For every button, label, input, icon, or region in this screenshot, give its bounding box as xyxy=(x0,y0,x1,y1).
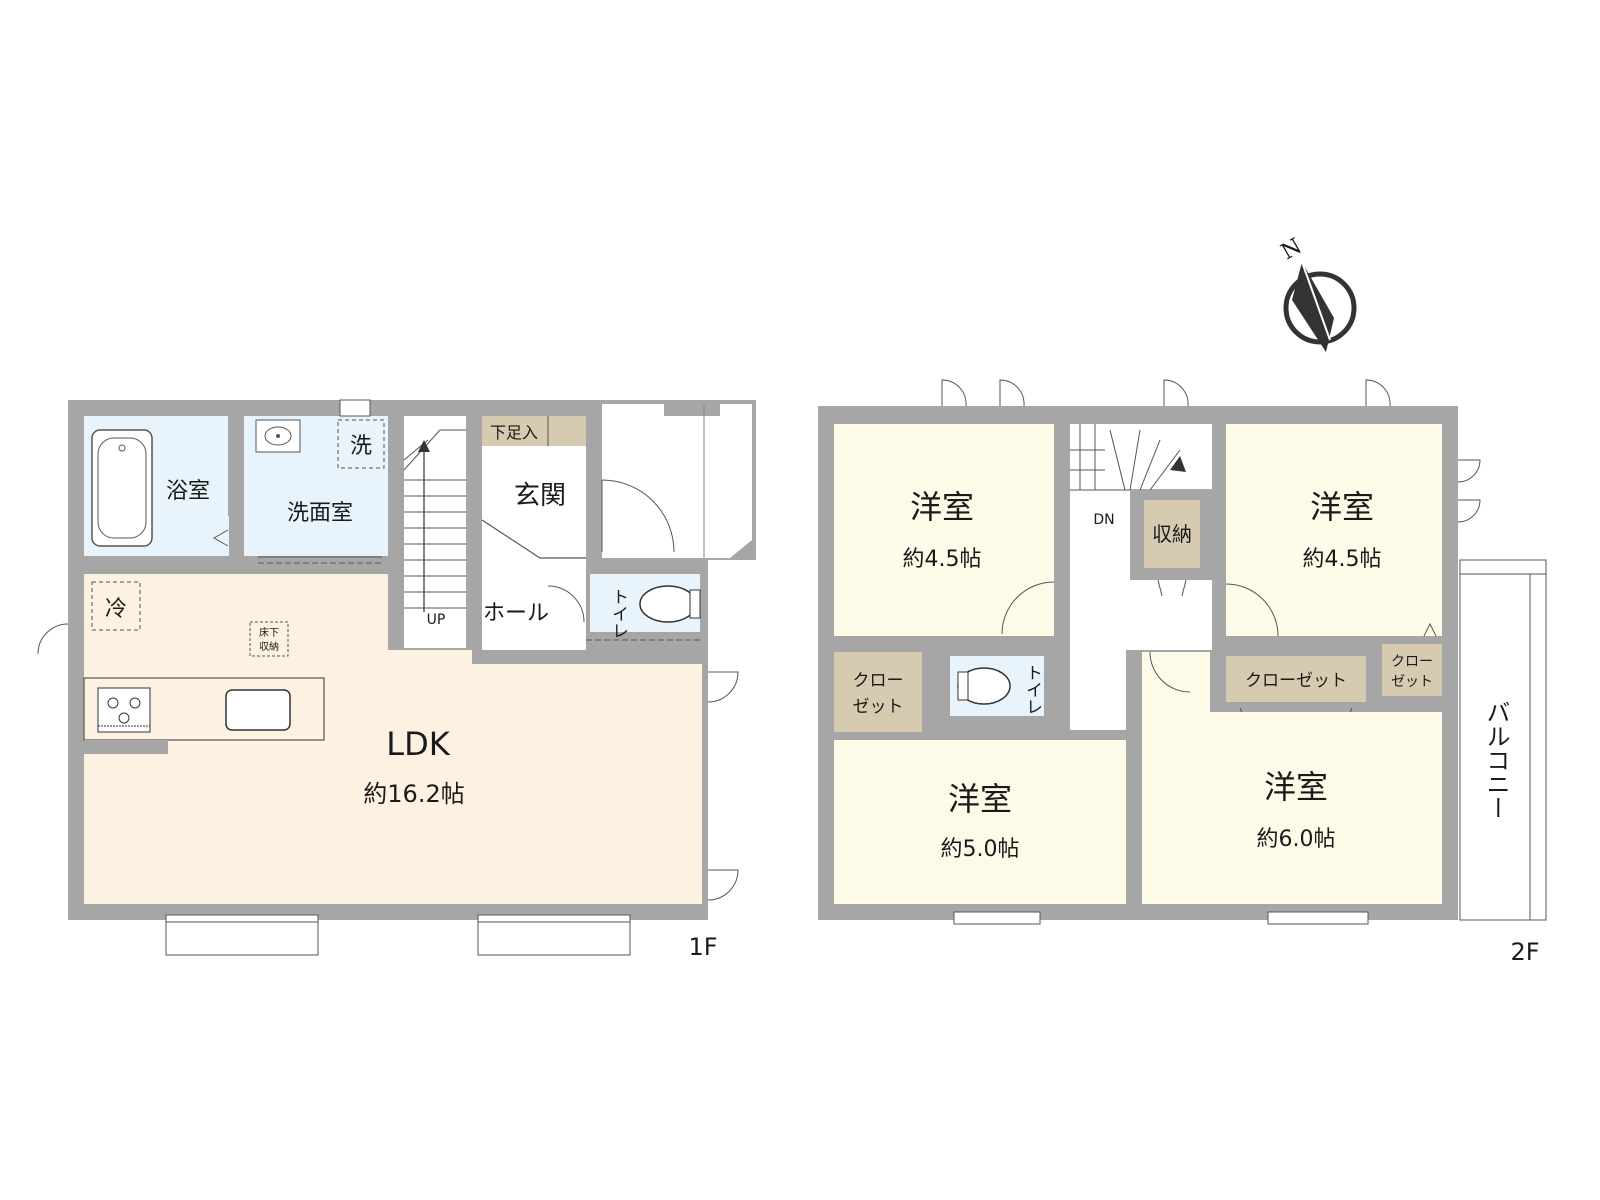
closet-small-label-1: クロー xyxy=(1391,654,1433,670)
fridge-box xyxy=(91,581,141,631)
ldk-room xyxy=(84,574,702,904)
bathtub-icon xyxy=(91,429,153,547)
floor-1f-label: 1F xyxy=(688,933,717,961)
room-sw-label: 洋室 xyxy=(948,780,1012,818)
room-ne xyxy=(1226,424,1442,636)
closet-sw xyxy=(834,652,922,732)
compass-needle xyxy=(1292,262,1334,352)
closet-sw-label-1: クロー xyxy=(853,671,904,691)
closet-sw-label-2: ゼット xyxy=(853,697,904,717)
balcony-label: バルコニー xyxy=(1482,700,1510,820)
room-ne-label: 洋室 xyxy=(1310,488,1374,526)
shoe-storage xyxy=(482,416,586,446)
room-nw-label: 洋室 xyxy=(910,488,974,526)
underfloor-box xyxy=(249,621,289,657)
storage-2f-label: 収納 xyxy=(1152,522,1192,546)
floor-2f-label: 2F xyxy=(1510,938,1539,966)
toilet-1f-label: トイレ xyxy=(608,588,628,639)
closet-small-label-2: ゼット xyxy=(1391,674,1433,690)
hall-label: ホール xyxy=(483,601,549,626)
room-sw xyxy=(834,740,1126,904)
ldk-area: 約16.2帖 xyxy=(363,780,464,808)
storage-2f xyxy=(1144,500,1200,568)
room-ne-area: 約4.5帖 xyxy=(1303,547,1382,572)
balcony xyxy=(1459,559,1547,921)
entrance-label: 玄関 xyxy=(514,481,566,511)
room-se-area: 約6.0帖 xyxy=(1257,827,1336,852)
closet-main xyxy=(1226,656,1366,702)
compass-north-label: N xyxy=(1277,234,1306,265)
fridge-label: 冷 xyxy=(105,597,127,622)
washer-box xyxy=(337,419,385,469)
room-se-label: 洋室 xyxy=(1264,768,1328,806)
toilet-1f-icon xyxy=(639,585,697,623)
floor-1f: 浴室 洗 洗面室 UP xyxy=(37,399,756,961)
bath-label: 浴室 xyxy=(166,479,210,504)
ldk-label: LDK xyxy=(386,725,450,763)
stove-icon xyxy=(97,687,151,733)
floor-2f: 洋室 約4.5帖 DN 収納 洋室 約4.5帖 クロー ゼット xyxy=(818,379,1547,966)
washer-label: 洗 xyxy=(350,434,372,459)
closet-main-label: クローゼット xyxy=(1245,671,1347,691)
stairs-dn-label: DN xyxy=(1093,512,1114,528)
compass: N xyxy=(1277,234,1357,352)
stairs-up-label: UP xyxy=(427,612,446,628)
window-1f-south-2 xyxy=(477,914,631,956)
porch-pillar xyxy=(664,400,720,416)
room-se xyxy=(1142,652,1442,904)
room-nw xyxy=(834,424,1054,636)
hall-area xyxy=(482,416,586,650)
shoe-storage-label: 下足入 xyxy=(490,423,538,442)
kitchen-sink-icon xyxy=(225,689,291,731)
room-sw-area: 約5.0帖 xyxy=(941,837,1020,862)
stairs-1f xyxy=(404,416,466,648)
toilet-2f-label: トイレ xyxy=(1022,664,1042,715)
porch-area xyxy=(602,404,752,558)
underfloor-label-1: 床下 xyxy=(259,626,279,639)
closet-small xyxy=(1382,644,1442,696)
room-nw-area: 約4.5帖 xyxy=(903,547,982,572)
washroom-label: 洗面室 xyxy=(287,501,353,526)
underfloor-label-2: 収納 xyxy=(259,640,279,653)
window-1f-south-1 xyxy=(165,914,319,956)
